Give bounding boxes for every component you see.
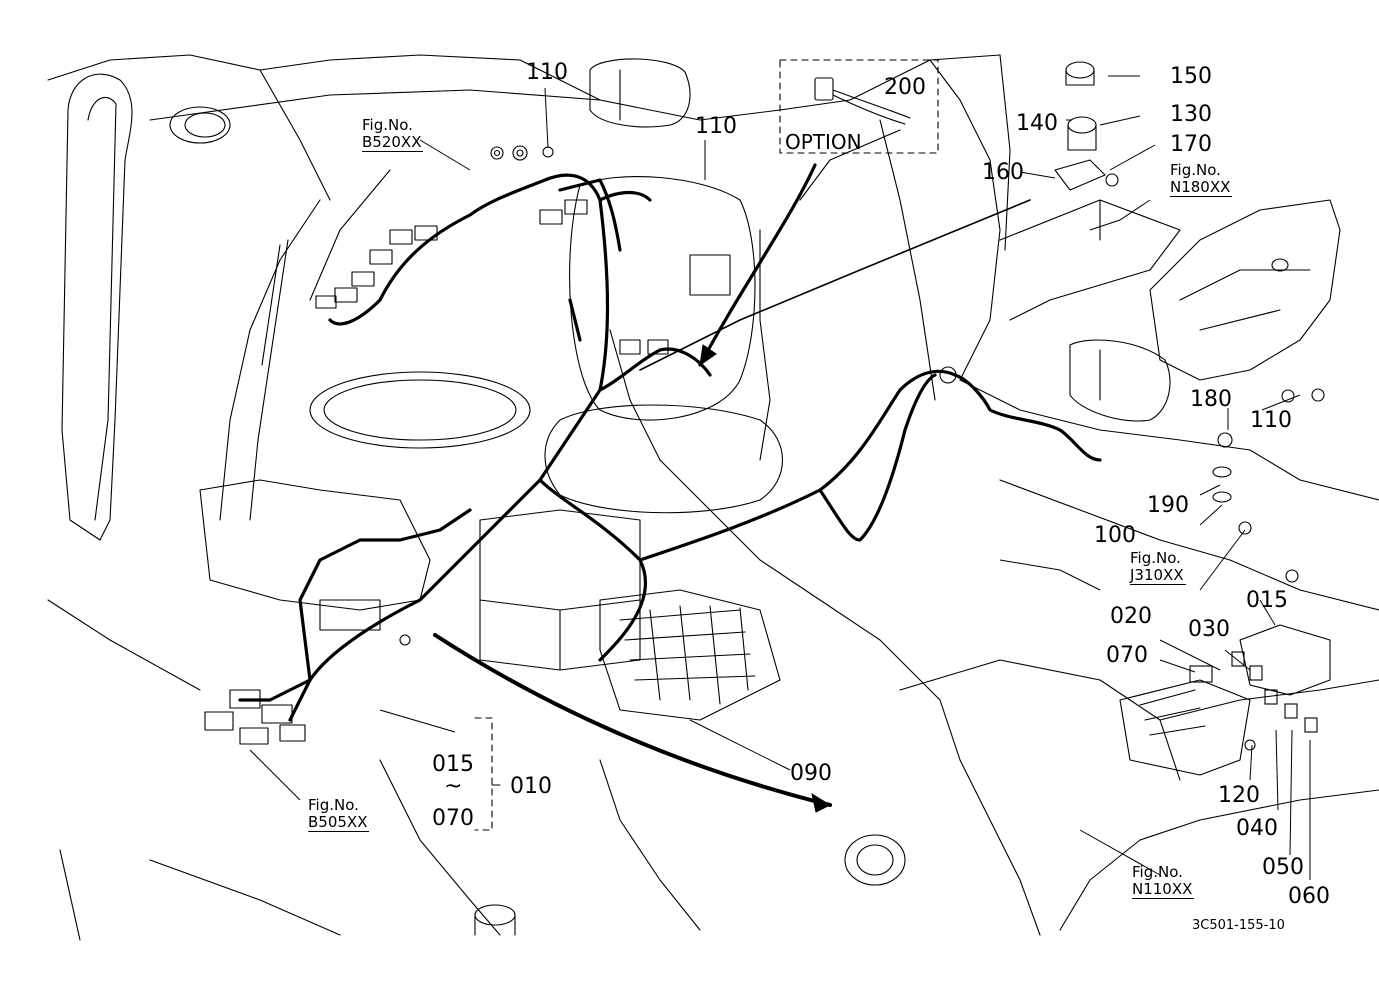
- option-label: OPTION: [785, 130, 862, 154]
- fig-ref-b505-prefix: Fig.No.: [308, 796, 359, 814]
- callout-160: 160: [982, 160, 1024, 185]
- dash-connectors: [315, 199, 731, 355]
- fig-ref-b505-code: B505XX: [308, 813, 370, 832]
- fig-ref-n110-code: N110XX: [1132, 880, 1195, 899]
- work-light-left: [169, 106, 231, 144]
- fig-ref-j310-prefix: Fig.No.: [1130, 549, 1181, 567]
- callout-040: 040: [1236, 816, 1278, 841]
- left-pillar-handle: [61, 73, 133, 541]
- fig-ref-j310-code: J310XX: [1130, 566, 1186, 585]
- callout-170: 170: [1170, 132, 1212, 157]
- windshield-wiper: [249, 239, 289, 521]
- main-harness: [238, 173, 1102, 722]
- fig-ref-b505: Fig.No. B505XX: [308, 796, 370, 832]
- steering-wheel: [309, 371, 531, 449]
- cab-frame-outline: [47, 54, 1379, 941]
- callout-range-tilde: ~: [444, 774, 463, 799]
- operator-seat: [544, 176, 783, 514]
- callout-030: 030: [1188, 617, 1230, 642]
- callout-110-top: 110: [526, 60, 568, 85]
- callout-010: 010: [510, 774, 552, 799]
- callout-leaders: [249, 75, 1311, 880]
- work-light-right: [1069, 339, 1171, 422]
- callout-140: 140: [1016, 111, 1058, 136]
- callout-015-right: 015: [1246, 588, 1288, 613]
- callout-070-range-end: 070: [432, 806, 474, 831]
- catalog-number: 3C501-155-10: [1192, 918, 1285, 933]
- washer-reservoir: [474, 904, 516, 936]
- speaker: [844, 834, 906, 886]
- callout-015-range-start: 015: [432, 752, 474, 777]
- fig-ref-n110-prefix: Fig.No.: [1132, 863, 1183, 881]
- fig-ref-b520-prefix: Fig.No.: [362, 116, 413, 134]
- callout-060: 060: [1288, 884, 1330, 909]
- fig-ref-n180-code: N180XX: [1170, 178, 1233, 197]
- right-console: [1149, 199, 1341, 381]
- callout-120: 120: [1218, 783, 1260, 808]
- callout-100: 100: [1094, 523, 1136, 548]
- callout-050: 050: [1262, 855, 1304, 880]
- fig-ref-b520-code: B520XX: [362, 133, 424, 152]
- callout-200: 200: [884, 75, 926, 100]
- work-light-top: [589, 58, 691, 128]
- fig-ref-j310: Fig.No. J310XX: [1130, 550, 1186, 585]
- option-dashed-box: [779, 59, 939, 154]
- callout-070-right: 070: [1106, 643, 1148, 668]
- relay-bracket: [1119, 624, 1331, 776]
- fuse-relay-block: [479, 509, 781, 721]
- fig-ref-n110: Fig.No. N110XX: [1132, 863, 1195, 899]
- callout-150: 150: [1170, 64, 1212, 89]
- fig-ref-n180: Fig.No. N180XX: [1170, 161, 1233, 197]
- leader-arrows: [433, 163, 1031, 813]
- callout-180: 180: [1190, 387, 1232, 412]
- fasteners: [399, 145, 1325, 751]
- fig-ref-b520: Fig.No. B520XX: [362, 116, 424, 152]
- callout-190: 190: [1147, 493, 1189, 518]
- fig-ref-n180-prefix: Fig.No.: [1170, 161, 1221, 179]
- callout-110-right: 110: [1250, 408, 1292, 433]
- bracket-010: [474, 717, 493, 831]
- beacon-assembly: [999, 61, 1181, 321]
- option-connector: [814, 77, 911, 125]
- callout-020: 020: [1110, 604, 1152, 629]
- callout-090: 090: [790, 761, 832, 786]
- callout-110-seat: 110: [695, 114, 737, 139]
- callout-130: 130: [1170, 102, 1212, 127]
